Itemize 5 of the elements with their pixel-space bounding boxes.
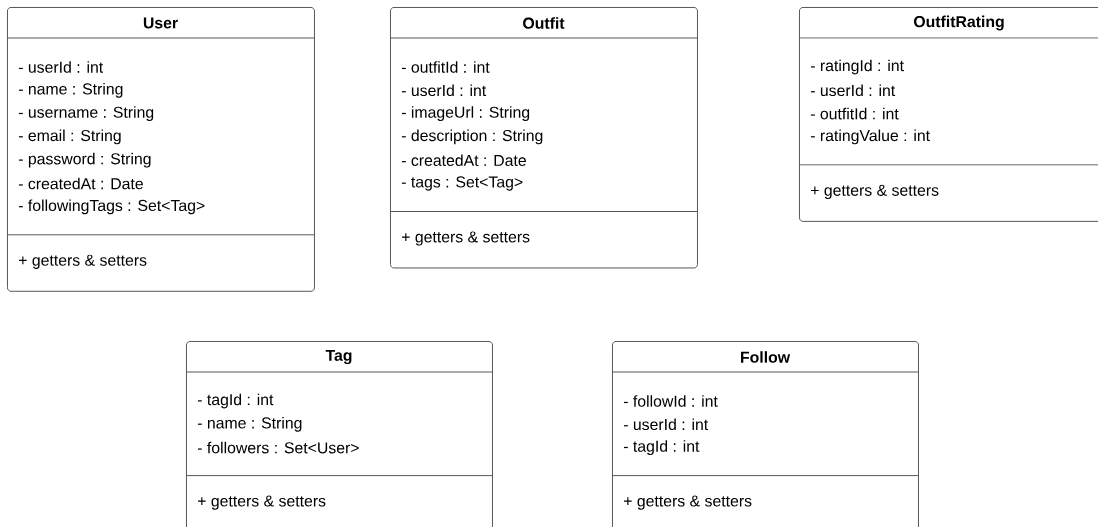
class-box: Follow - followId : int - userId : int - tagId : int + getters & setters	[611, 341, 919, 527]
class-box: Tag - tagId : int - name : String - followers : Set<User> + getters & setters	[185, 341, 493, 527]
class-box: Outfit - outfitId : int - userId : int - imageUrl : String - description : String - createdAt : Date - tags : Set<Tag> + getters & setters	[389, 7, 698, 269]
class-box: User - userId : int - name : String - username : String - email : String - password : String - createdAt : Date - followingTags : Set<Tag> + getters & setters	[6, 7, 315, 292]
class-box: OutfitRating - ratingId : int - userId : int - outfitId : int - ratingValue : int + getters & setters	[798, 7, 1098, 222]
